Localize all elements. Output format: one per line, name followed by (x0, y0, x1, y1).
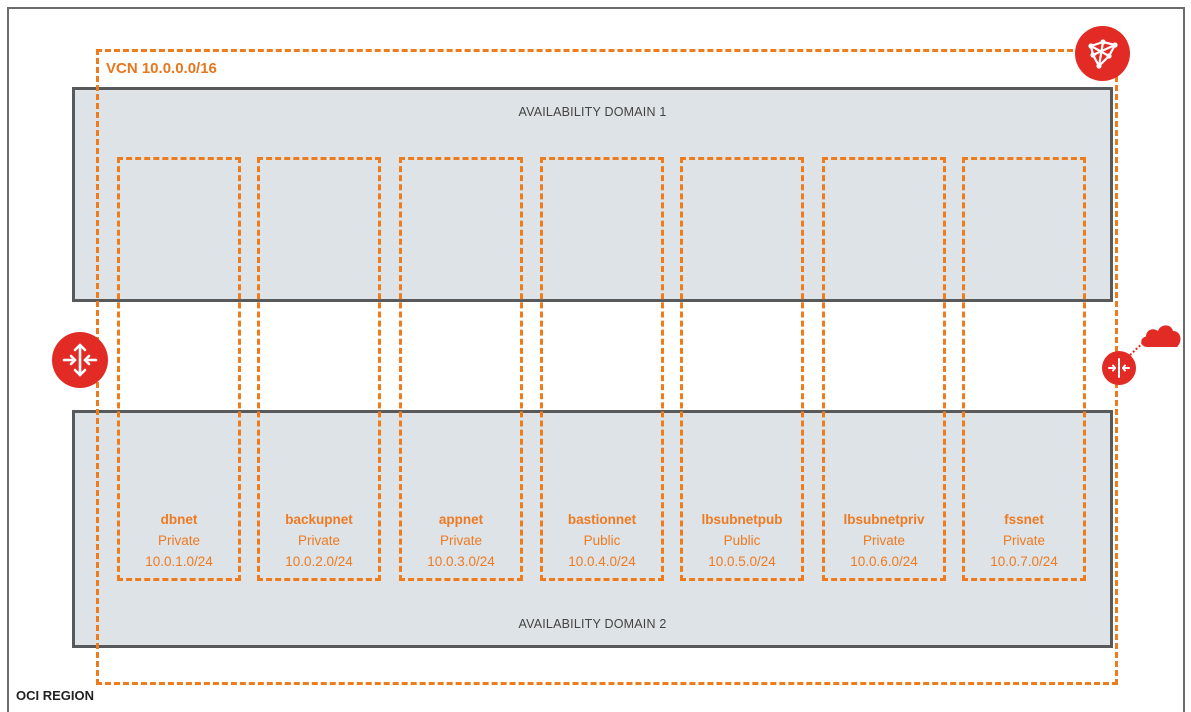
cloud-icon (1141, 325, 1181, 347)
subnet-access: Private (439, 533, 483, 548)
subnet-cidr: 10.0.5.0/24 (708, 554, 776, 569)
subnet-cidr: 10.0.1.0/24 (145, 554, 213, 569)
subnet-access: Private (862, 533, 906, 548)
oci-region-boundary (7, 7, 1185, 712)
subnet-backupnet: backupnet Private 10.0.2.0/24 (257, 157, 381, 581)
subnet-name: dbnet (160, 512, 198, 527)
availability-domain-1-label: AVAILABILITY DOMAIN 1 (518, 105, 667, 119)
subnet-bastionnet: bastionnet Public 10.0.4.0/24 (540, 157, 664, 581)
availability-domain-1: AVAILABILITY DOMAIN 1 (72, 87, 1113, 302)
subnet-cidr: 10.0.2.0/24 (285, 554, 353, 569)
internet-gateway-icon (1102, 351, 1136, 385)
subnet-fssnet: fssnet Private 10.0.7.0/24 (962, 157, 1086, 581)
vcn-label: VCN 10.0.0.0/16 (106, 60, 217, 77)
subnet-access: Private (157, 533, 201, 548)
subnet-access: Private (1002, 533, 1046, 548)
subnet-dbnet: dbnet Private 10.0.1.0/24 (117, 157, 241, 581)
subnet-appnet: appnet Private 10.0.3.0/24 (399, 157, 523, 581)
subnet-lbsubnetpriv: lbsubnetpriv Private 10.0.6.0/24 (822, 157, 946, 581)
subnet-cidr: 10.0.7.0/24 (990, 554, 1058, 569)
subnet-lbsubnetpub: lbsubnetpub Public 10.0.5.0/24 (680, 157, 804, 581)
subnet-cidr: 10.0.4.0/24 (568, 554, 636, 569)
availability-domain-2: AVAILABILITY DOMAIN 2 (72, 410, 1113, 648)
subnet-cidr: 10.0.3.0/24 (427, 554, 495, 569)
subnet-access: Public (583, 533, 621, 548)
vcn-network-icon (1075, 26, 1130, 81)
subnet-access: Private (297, 533, 341, 548)
subnet-name: lbsubnetpriv (843, 512, 925, 527)
dynamic-routing-gateway-icon (52, 332, 108, 388)
subnet-cidr: 10.0.6.0/24 (850, 554, 918, 569)
subnet-name: bastionnet (567, 512, 637, 527)
subnet-name: lbsubnetpub (701, 512, 783, 527)
availability-domain-2-label: AVAILABILITY DOMAIN 2 (518, 617, 667, 631)
subnet-name: appnet (438, 512, 484, 527)
subnet-name: backupnet (285, 512, 353, 527)
region-label: OCI REGION (16, 688, 95, 703)
subnet-access: Public (723, 533, 761, 548)
subnet-name: fssnet (1004, 512, 1044, 527)
